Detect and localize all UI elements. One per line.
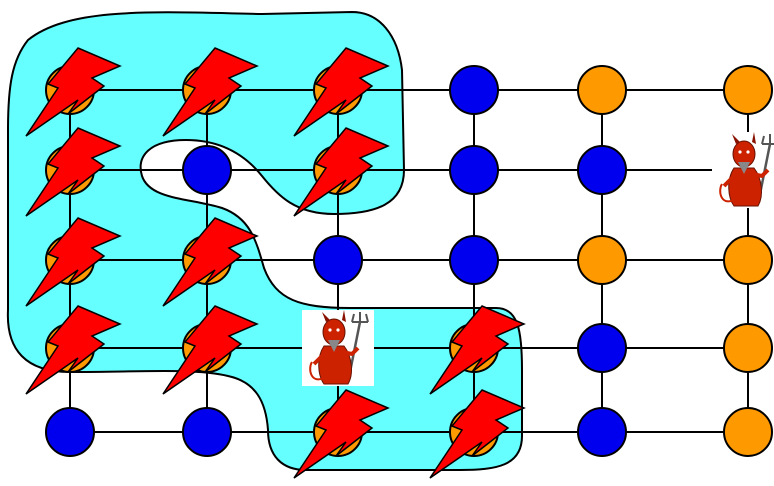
lightning-bolt-icon — [293, 127, 390, 217]
infected-region — [6, 10, 523, 471]
node-orange-r4-c5 — [723, 407, 773, 457]
lightning-bolt-icon — [429, 305, 526, 395]
node-blue-r0-c3 — [449, 65, 499, 115]
node-blue-r3-c4 — [577, 323, 627, 373]
node-blue-r4-c0 — [45, 407, 95, 457]
node-blue-r1-c3 — [449, 145, 499, 195]
lightning-bolt-icon — [162, 47, 259, 137]
lightning-bolt-icon — [429, 389, 526, 479]
lightning-bolt-icon — [293, 47, 390, 137]
lightning-bolt-icon — [293, 389, 390, 479]
node-blue-r2-c2 — [313, 235, 363, 285]
devil-with-pitchfork-icon — [712, 132, 774, 208]
node-orange-r3-c5 — [723, 323, 773, 373]
node-orange-r2-c5 — [723, 235, 773, 285]
icon-overlays — [25, 47, 774, 479]
lightning-bolt-icon — [25, 305, 122, 395]
node-orange-r0-c5 — [723, 65, 773, 115]
infected-regions — [6, 10, 523, 471]
lightning-bolt-icon — [25, 127, 122, 217]
lightning-bolt-icon — [162, 305, 259, 395]
node-blue-r4-c1 — [182, 407, 232, 457]
node-blue-r1-c1 — [182, 145, 232, 195]
lightning-bolt-icon — [25, 217, 122, 307]
node-blue-r2-c3 — [449, 235, 499, 285]
lightning-bolt-icon — [162, 217, 259, 307]
devil-with-pitchfork-icon — [302, 310, 374, 386]
node-orange-r0-c4 — [577, 65, 627, 115]
lightning-bolt-icon — [25, 47, 122, 137]
node-blue-r1-c4 — [577, 145, 627, 195]
node-blue-r4-c4 — [577, 407, 627, 457]
node-orange-r2-c4 — [577, 235, 627, 285]
